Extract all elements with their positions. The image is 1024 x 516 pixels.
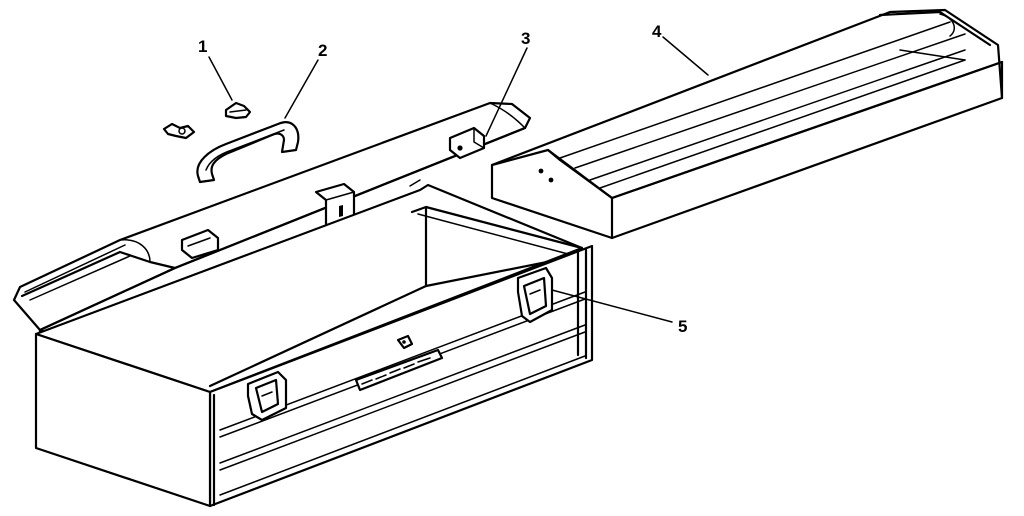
latch-left [246, 370, 288, 422]
callout-label-4: 4 [652, 22, 662, 41]
callout-label-1: 1 [198, 37, 207, 56]
callout-leaders [208, 36, 709, 323]
nameplate [354, 348, 444, 392]
hinge-right [448, 126, 486, 160]
tote-tray [490, 8, 1004, 240]
leader-2 [284, 59, 319, 119]
hinge-left [180, 228, 220, 260]
callout-label-5: 5 [678, 317, 687, 336]
leader-4 [662, 36, 709, 76]
callout-label-3: 3 [521, 29, 530, 48]
callout-label-2: 2 [318, 41, 327, 60]
toolbox-body [34, 183, 594, 508]
handle-bracket [162, 101, 252, 140]
lock [396, 334, 414, 350]
lid-handle [196, 121, 300, 184]
leader-3 [485, 47, 528, 137]
latch-right [516, 266, 554, 324]
leader-5 [551, 289, 673, 323]
leader-1 [208, 56, 233, 101]
